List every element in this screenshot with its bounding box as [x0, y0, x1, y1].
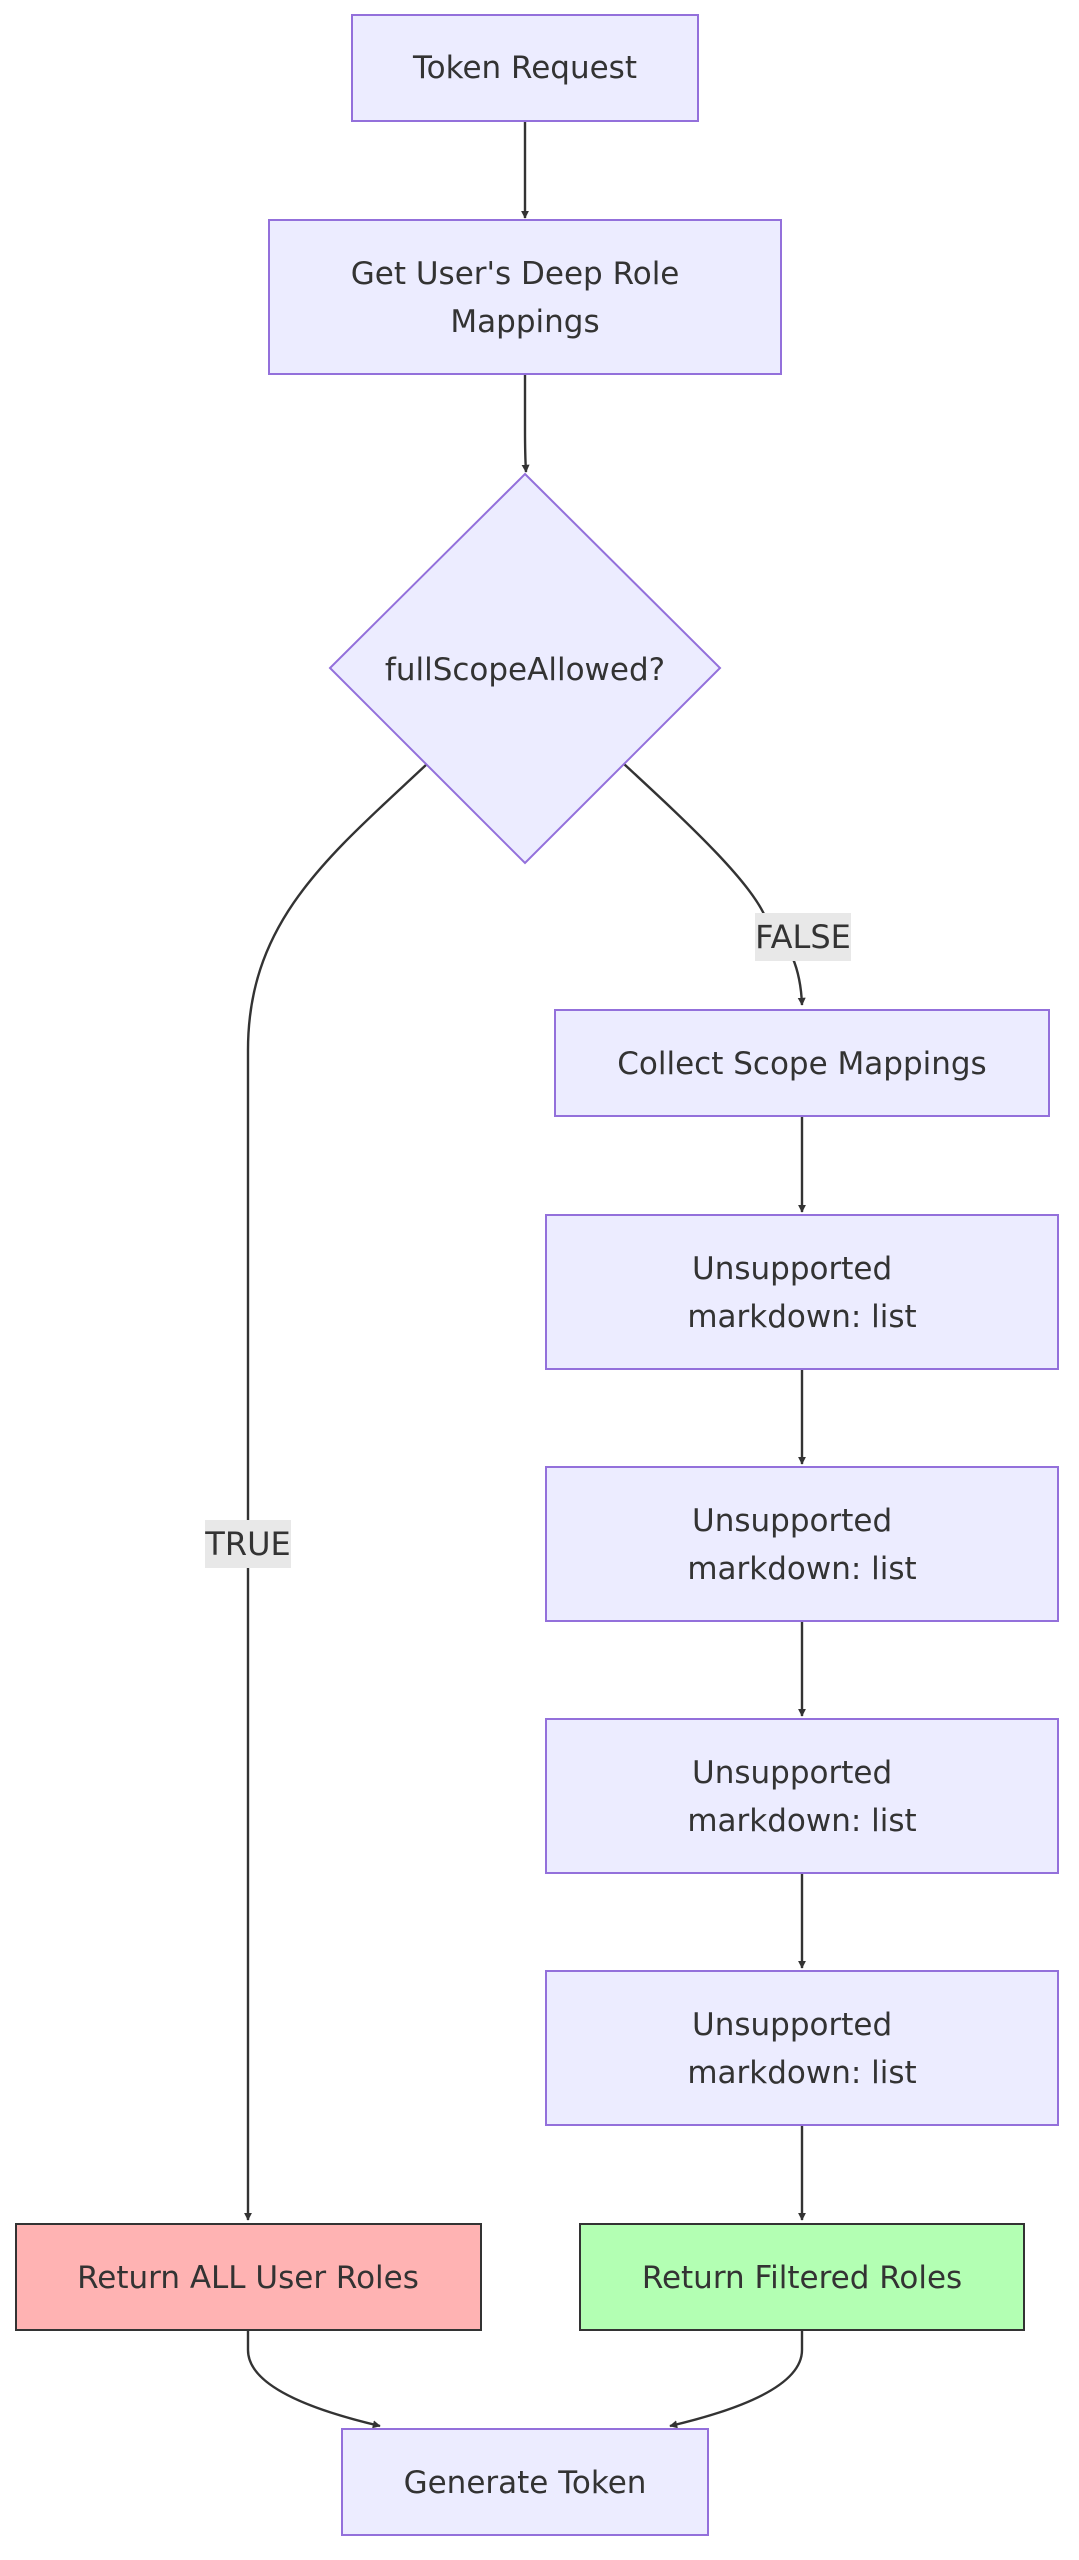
edge-decision-to-collect-scope — [623, 763, 806, 1006]
node-unsupported-3-line-1: Unsupported — [692, 1755, 892, 1791]
node-unsupported-1: Unsupported markdown: list — [545, 1214, 1059, 1370]
node-unsupported-3-line-2: markdown: list — [687, 1803, 916, 1839]
node-return-filtered: Return Filtered Roles — [579, 2223, 1025, 2331]
edge-label-true-text: TRUE — [204, 1525, 290, 1563]
node-token-request-box — [351, 14, 699, 122]
node-generate-token-label: Generate Token — [404, 2465, 647, 2501]
node-collect-scope-box — [554, 1009, 1050, 1117]
edge-label-false: FALSE — [755, 913, 851, 961]
node-unsupported-1-line-2: markdown: list — [687, 1299, 916, 1335]
edge-return-filtered-to-generate-token — [669, 2330, 804, 2429]
node-unsupported-3: Unsupported markdown: list — [545, 1718, 1059, 1874]
node-decision: fullScopeAllowed? — [328, 472, 722, 865]
edge-decision-to-return-all — [244, 763, 428, 2221]
edge-label-false-bg — [755, 913, 851, 961]
node-return-all-box — [15, 2223, 482, 2331]
node-unsupported-4-box — [545, 1970, 1059, 2126]
edge-label-false-text: FALSE — [755, 918, 851, 956]
edge-get-roles-to-decision — [521, 374, 530, 473]
edges — [244, 122, 806, 2429]
node-return-filtered-box — [579, 2223, 1025, 2331]
node-decision-diamond — [328, 472, 722, 865]
node-unsupported-4-line-2: markdown: list — [687, 2055, 916, 2091]
node-collect-scope: Collect Scope Mappings — [554, 1009, 1050, 1117]
node-token-request-line-1: Token Request — [412, 50, 637, 86]
edge-label-true-bg — [205, 1520, 291, 1568]
node-return-filtered-line-1: Return Filtered Roles — [642, 2260, 962, 2296]
node-unsupported-4-line-1: Unsupported — [692, 2007, 892, 2043]
node-decision-line-1: fullScopeAllowed? — [385, 652, 665, 688]
node-unsupported-4-label: Unsupported markdown: list — [687, 2007, 916, 2091]
node-return-all-line-1: Return ALL User Roles — [77, 2260, 419, 2296]
edge-return-all-to-generate-token — [246, 2330, 381, 2429]
node-collect-scope-label: Collect Scope Mappings — [617, 1046, 986, 1082]
node-get-roles-line-1: Get User's Deep Role — [351, 256, 680, 292]
node-unsupported-2-label: Unsupported markdown: list — [687, 1503, 916, 1587]
node-get-roles-label: Get User's Deep Role Mappings — [351, 256, 690, 340]
node-collect-scope-line-1: Collect Scope Mappings — [617, 1046, 986, 1082]
node-token-request-label: Token Request — [412, 50, 637, 86]
node-unsupported-3-label: Unsupported markdown: list — [687, 1755, 916, 1839]
node-decision-label: fullScopeAllowed? — [385, 652, 665, 688]
node-unsupported-4: Unsupported markdown: list — [545, 1970, 1059, 2126]
node-return-all-label: Return ALL User Roles — [77, 2260, 419, 2296]
node-generate-token: Generate Token — [341, 2428, 709, 2536]
node-get-roles: Get User's Deep Role Mappings — [268, 219, 782, 375]
node-get-roles-line-2: Mappings — [450, 304, 599, 340]
node-return-filtered-label: Return Filtered Roles — [642, 2260, 962, 2296]
node-return-all: Return ALL User Roles — [15, 2223, 482, 2331]
node-get-roles-box — [268, 219, 782, 375]
node-unsupported-1-box — [545, 1214, 1059, 1370]
node-unsupported-1-label: Unsupported markdown: list — [687, 1251, 916, 1335]
node-unsupported-2: Unsupported markdown: list — [545, 1466, 1059, 1622]
edge-label-true: TRUE — [204, 1520, 291, 1568]
node-token-request: Token Request — [351, 14, 699, 122]
node-generate-token-line-1: Generate Token — [404, 2465, 647, 2501]
node-unsupported-3-box — [545, 1718, 1059, 1874]
node-unsupported-2-line-1: Unsupported — [692, 1503, 892, 1539]
node-unsupported-1-line-1: Unsupported — [692, 1251, 892, 1287]
node-unsupported-2-box — [545, 1466, 1059, 1622]
node-unsupported-2-line-2: markdown: list — [687, 1551, 916, 1587]
node-generate-token-box — [341, 2428, 709, 2536]
